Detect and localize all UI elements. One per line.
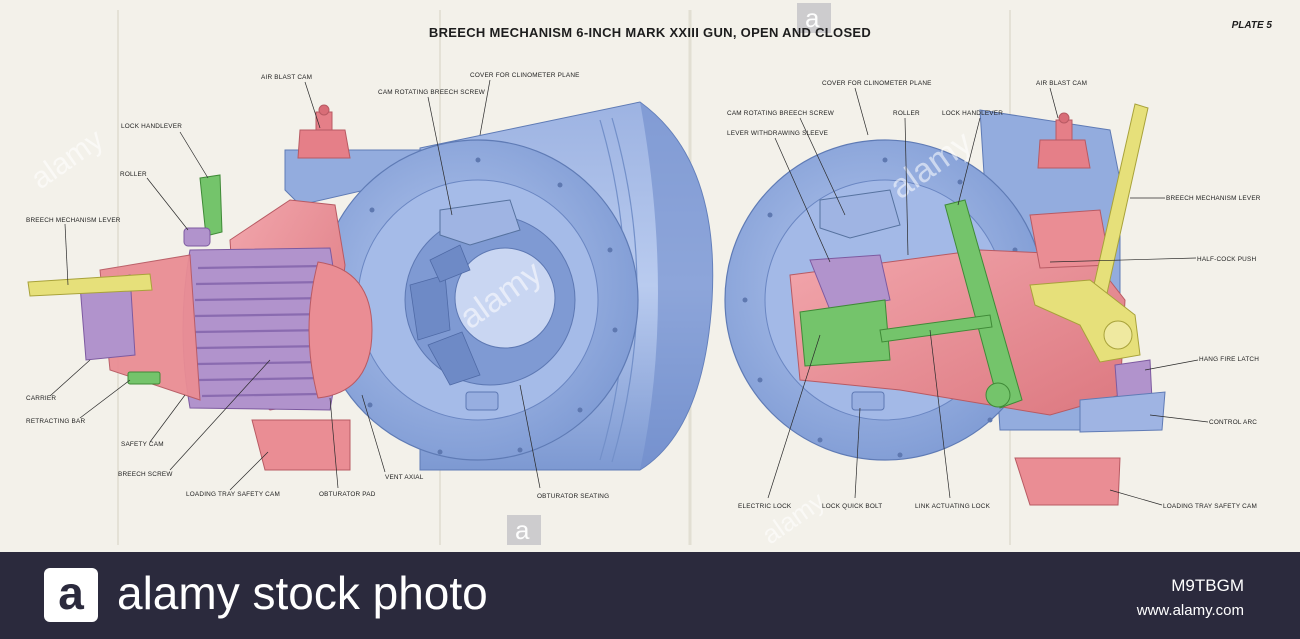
label-breech-mechanism-lever-left: BREECH MECHANISM LEVER <box>26 217 121 224</box>
label-loading-tray-safety-cam-left: LOADING TRAY SAFETY CAM <box>186 491 280 498</box>
right-callouts: COVER FOR CLINOMETER PLANE AIR BLAST CAM… <box>727 80 1261 510</box>
alamy-logo-icon[interactable]: a <box>44 567 98 622</box>
label-air-blast-cam-right: AIR BLAST CAM <box>1036 80 1087 87</box>
stock-footer: a alamy stock photo M9TBGM www.alamy.com <box>0 552 1300 639</box>
label-lock-handlever-left: LOCK HANDLEVER <box>121 123 182 130</box>
watermark-tiles: a a <box>507 3 831 545</box>
watermark-letter: a <box>515 515 530 545</box>
label-retracting-bar: RETRACTING BAR <box>26 418 85 425</box>
watermark-word: alamy <box>756 486 830 550</box>
label-link-actuating-lock: LINK ACTUATING LOCK <box>915 503 991 510</box>
label-obturator-pad: OBTURATOR PAD <box>319 491 376 498</box>
label-half-cock-push: HALF-COCK PUSH <box>1197 256 1256 263</box>
closed-breech-drawing <box>724 103 1166 506</box>
label-air-blast-cam-left: AIR BLAST CAM <box>261 74 312 81</box>
label-electric-lock: ELECTRIC LOCK <box>738 503 792 510</box>
label-vent-axial: VENT AXIAL <box>385 474 424 481</box>
plate: alamy alamy alamy alamy a a AIR BLAST CA… <box>0 0 1300 552</box>
label-roller-right: ROLLER <box>893 110 920 117</box>
label-hang-fire-latch: HANG FIRE LATCH <box>1199 356 1259 363</box>
label-lock-quick-bolt: LOCK QUICK BOLT <box>822 503 882 510</box>
site-link[interactable]: www.alamy.com <box>1136 602 1244 619</box>
label-roller-left: ROLLER <box>120 171 147 178</box>
open-breech-drawing <box>27 101 714 471</box>
label-lever-withdrawing-sleeve: LEVER WITHDRAWING SLEEVE <box>727 130 828 137</box>
watermark-word: alamy <box>25 123 109 196</box>
image-id: M9TBGM <box>1171 576 1244 595</box>
label-obturator-seating: OBTURATOR SEATING <box>537 493 609 500</box>
label-lock-handlever-right: LOCK HANDLEVER <box>942 110 1003 117</box>
label-control-arc: CONTROL ARC <box>1209 419 1257 426</box>
label-safety-cam: SAFETY CAM <box>121 441 164 448</box>
logo-letter: a <box>58 567 84 619</box>
watermark-letter: a <box>805 3 820 33</box>
breech-mechanism-illustration: alamy alamy alamy alamy a a AIR BLAST CA… <box>25 3 1261 550</box>
label-loading-tray-safety-cam-right: LOADING TRAY SAFETY CAM <box>1163 503 1257 510</box>
label-carrier: CARRIER <box>26 395 56 402</box>
label-cover-clinometer-plane-left: COVER FOR CLINOMETER PLANE <box>470 72 580 79</box>
label-cam-rotating-breech-screw-left: CAM ROTATING BREECH SCREW <box>378 89 486 96</box>
left-callouts: AIR BLAST CAM CAM ROTATING BREECH SCREW … <box>26 72 609 500</box>
brand-name[interactable]: alamy stock photo <box>117 567 488 619</box>
plate-title: BREECH MECHANISM 6-INCH MARK XXIII GUN, … <box>428 25 872 40</box>
label-breech-mechanism-lever-right: BREECH MECHANISM LEVER <box>1166 195 1261 202</box>
label-cam-rotating-breech-screw-right: CAM ROTATING BREECH SCREW <box>727 110 835 117</box>
label-breech-screw: BREECH SCREW <box>118 471 173 478</box>
label-cover-clinometer-plane-right: COVER FOR CLINOMETER PLANE <box>822 80 932 87</box>
plate-number: PLATE 5 <box>1231 20 1272 31</box>
